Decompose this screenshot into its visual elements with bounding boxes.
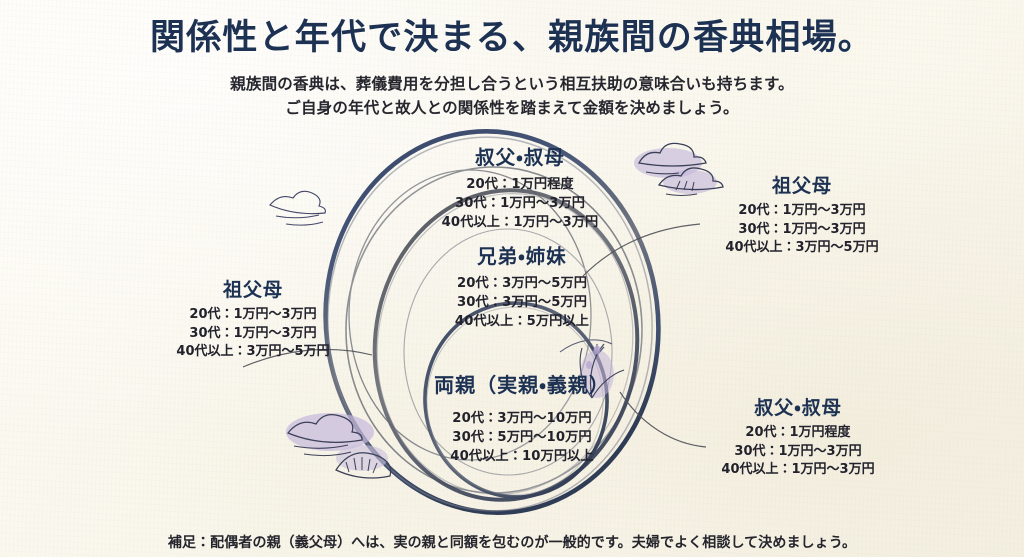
- ring-row-parents-30s: 30代：5万円〜10万円: [452, 430, 592, 445]
- footnote-text: 補足：配偶者の親（義父母）へは、実の親と同額を包むのが一般的です。夫婦でよく相談…: [167, 535, 857, 551]
- ring-rows-sibling: 20代：3万円〜5万円 30代：3万円〜5万円 40代以上：5万円以上: [392, 274, 652, 331]
- ring-row-sibling-40s: 40代以上：5万円以上: [454, 314, 590, 329]
- lede-line-1: 親族間の香典は、葬儀費用を分担し合うという相互扶助の意味合いも持ちます。: [230, 75, 794, 93]
- callout-row-gpr-40s: 40代以上：3万円〜5万円: [725, 240, 879, 255]
- callout-row-ur-30s: 30代：1万円〜3万円: [734, 443, 862, 459]
- callout-uncle-right: 叔父・叔母 20代：1万円程度 30代：1万円〜3万円 40代以上：1万円〜3万…: [700, 396, 896, 480]
- ring-title-uncle: 叔父・叔母: [475, 146, 565, 169]
- callout-row-gpl-30s: 30代：1万円〜3万円: [189, 325, 317, 341]
- ring-row-uncle-30s: 30代：1万円〜3万円: [454, 196, 586, 211]
- ring-label-sibling: 兄弟・姉妹 20代：3万円〜5万円 30代：3万円〜5万円 40代以上：5万円以…: [392, 245, 652, 331]
- callout-title-grandparents-left: 祖父母: [222, 279, 283, 301]
- ring-rows-uncle: 20代：1万円程度 30代：1万円〜3万円 40代以上：1万円〜3万円: [390, 175, 650, 232]
- ring-label-parents: 両親（実親・義親） 20代：3万円〜10万円 30代：5万円〜10万円 40代以…: [392, 373, 652, 466]
- page-title: 関係性と年代で決まる、親族間の香典相場。: [149, 18, 874, 58]
- ring-row-sibling-20s: 20代：3万円〜5万円: [456, 276, 588, 291]
- callout-rows-uncle-right: 20代：1万円程度 30代：1万円〜3万円 40代以上：1万円〜3万円: [700, 424, 896, 480]
- callout-row-ur-40s: 40代以上：1万円〜3万円: [721, 462, 875, 477]
- ring-row-uncle-40s: 40代以上：1万円〜3万円: [441, 215, 599, 230]
- ring-row-uncle-20s: 20代：1万円程度: [466, 177, 574, 192]
- callout-title-uncle-right: 叔父・叔母: [754, 397, 842, 419]
- callout-title-grandparents-right: 祖父母: [771, 175, 832, 197]
- ring-row-parents-40s: 40代以上：10万円以上: [450, 449, 594, 464]
- callout-rows-grandparents-left: 20代：1万円〜3万円 30代：1万円〜3万円 40代以上：3万円〜5万円: [158, 306, 348, 362]
- callout-row-gpl-20s: 20代：1万円〜3万円: [189, 307, 317, 322]
- headline-block: 関係性と年代で決まる、親族間の香典相場。 親族間の香典は、葬儀費用を分担し合うと…: [0, 16, 1024, 119]
- ring-row-sibling-30s: 30代：3万円〜5万円: [456, 295, 588, 310]
- ring-rows-parents: 20代：3万円〜10万円 30代：5万円〜10万円 40代以上：10万円以上: [392, 409, 652, 466]
- ring-title-sibling: 兄弟・姉妹: [477, 245, 567, 268]
- callout-grandparents-left: 祖父母 20代：1万円〜3万円 30代：1万円〜3万円 40代以上：3万円〜5万…: [158, 278, 348, 362]
- callout-row-gpr-20s: 20代：1万円〜3万円: [738, 203, 866, 218]
- ring-title-parents: 両親（実親・義親）: [434, 373, 610, 397]
- callout-grandparents-right: 祖父母 20代：1万円〜3万円 30代：1万円〜3万円 40代以上：3万円〜5万…: [707, 174, 897, 258]
- callout-row-gpr-30s: 30代：1万円〜3万円: [738, 221, 866, 237]
- ring-label-uncle: 叔父・叔母 20代：1万円程度 30代：1万円〜3万円 40代以上：1万円〜3万…: [390, 146, 650, 232]
- callout-rows-grandparents-right: 20代：1万円〜3万円 30代：1万円〜3万円 40代以上：3万円〜5万円: [707, 202, 897, 258]
- ring-row-parents-20s: 20代：3万円〜10万円: [452, 411, 592, 426]
- lede-line-2: ご自身の年代と故人との関係性を踏まえて金額を決めましょう。: [285, 99, 739, 117]
- callout-row-gpl-40s: 40代以上：3万円〜5万円: [176, 344, 330, 359]
- callout-row-ur-20s: 20代：1万円程度: [745, 425, 851, 440]
